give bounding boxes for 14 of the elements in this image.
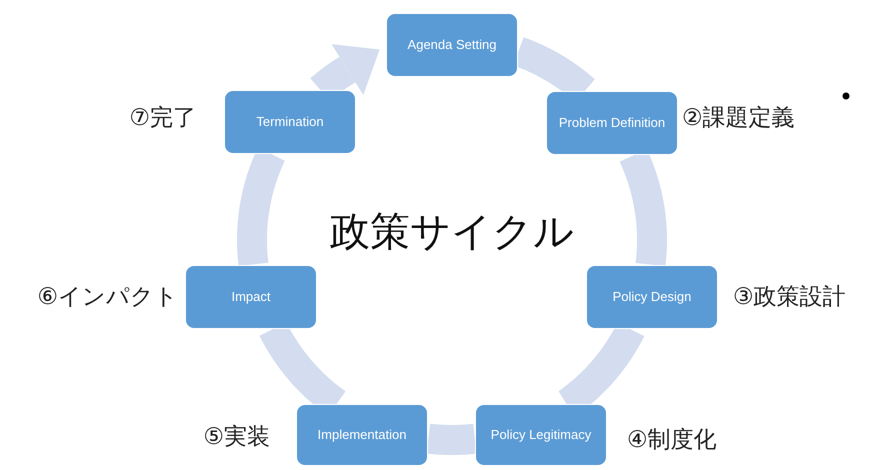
process-box: Problem Definition [546, 91, 678, 155]
step-label: ⑥インパクト [37, 283, 178, 312]
process-box: Impact [185, 265, 317, 329]
step-label: ②課題定義 [682, 104, 795, 133]
process-box: Policy Legitimacy [475, 404, 607, 466]
process-box: Policy Design [586, 265, 718, 329]
diagram-title: 政策サイクル [329, 208, 575, 257]
step-label: ③政策設計 [733, 283, 846, 312]
process-box: Implementation [296, 404, 428, 466]
step-label: ⑦完了 [129, 104, 196, 133]
process-box: Agenda Setting [386, 13, 518, 77]
step-label: ④制度化 [627, 426, 717, 455]
step-label: ⑤実装 [203, 423, 270, 452]
process-box: Termination [224, 90, 356, 154]
